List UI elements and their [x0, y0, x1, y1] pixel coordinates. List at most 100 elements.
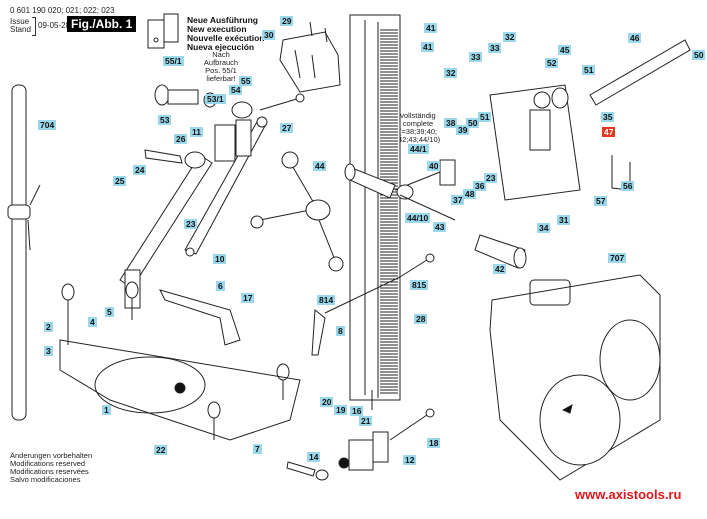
callout-24: 24 — [133, 165, 147, 175]
callout-44-10: 44/10 — [405, 213, 431, 223]
callout-5: 5 — [105, 307, 114, 317]
callout-815: 815 — [410, 280, 429, 290]
part-30-bracket — [279, 21, 341, 93]
callout-44-1: 44/1 — [408, 144, 429, 154]
callout-10: 10 — [213, 254, 227, 264]
watermark-link[interactable]: www.axistools.ru — [575, 487, 682, 502]
part-55-1-block — [147, 13, 179, 49]
part-12-block — [348, 408, 435, 471]
issue-label-de: Issue — [10, 17, 30, 26]
callout-51: 51 — [478, 112, 492, 122]
callout-56: 56 — [621, 181, 635, 191]
callout-39: 39 — [456, 125, 470, 135]
callout-41: 41 — [421, 42, 435, 52]
note-line: Nach Aufbrauch — [203, 50, 239, 67]
note-line: Änderungen vorbehalten — [10, 451, 93, 460]
callout-44: 44 — [313, 161, 327, 171]
note-line: Modifications reserved — [10, 459, 86, 468]
part-27-bolt — [259, 93, 305, 111]
note-line: Nouvelle exécution — [187, 33, 265, 43]
note-line: 42;43;44/10) — [398, 135, 441, 144]
callout-48: 48 — [463, 189, 477, 199]
new-execution-note: Neue Ausführung New execution Nouvelle e… — [187, 16, 264, 52]
callout-26: 26 — [174, 134, 188, 144]
callout-23: 23 — [184, 219, 198, 229]
callout-4: 4 — [88, 317, 97, 327]
callout-2: 2 — [44, 322, 53, 332]
note-line: vollständig — [400, 111, 436, 120]
callout-55: 55 — [239, 76, 253, 86]
callout-37: 37 — [451, 195, 465, 205]
callout-42: 42 — [493, 264, 507, 274]
callout-704: 704 — [38, 120, 57, 130]
callout-707: 707 — [608, 253, 627, 263]
note-line: lieferbar! — [206, 74, 236, 83]
callout-32: 32 — [503, 32, 517, 42]
callout-55-1: 55/1 — [163, 56, 184, 66]
note-line: Nueva ejecución — [187, 42, 255, 52]
part-814-lever — [311, 253, 435, 356]
callout-51: 51 — [582, 65, 596, 75]
part-26-handle — [144, 149, 206, 169]
callout-20: 20 — [320, 397, 334, 407]
callout-29: 29 — [280, 16, 294, 26]
callout-50: 50 — [466, 118, 480, 128]
callout-22: 22 — [154, 445, 168, 455]
note-line: Modifications reservées — [10, 467, 89, 476]
callout-47: 47 — [602, 127, 616, 137]
part-31-carriage — [489, 84, 581, 201]
callout-30: 30 — [262, 30, 276, 40]
issue-bracket — [32, 17, 36, 36]
callout-8: 8 — [336, 326, 345, 336]
callout-41: 41 — [424, 23, 438, 33]
callout-28: 28 — [414, 314, 428, 324]
callout-16: 16 — [350, 406, 364, 416]
callout-45: 45 — [558, 45, 572, 55]
part-14-lever — [286, 461, 329, 481]
issue-date: 09-05-28 — [38, 21, 71, 30]
callout-31: 31 — [557, 215, 571, 225]
note-line: Neue Ausführung — [187, 15, 258, 25]
callout-53: 53 — [158, 115, 172, 125]
modifications-note: Änderungen vorbehalten Modifications res… — [10, 452, 92, 484]
callout-14: 14 — [307, 452, 321, 462]
figure-title: Fig./Abb. 1 — [67, 16, 137, 32]
callout-33: 33 — [469, 52, 483, 62]
callout-3: 3 — [44, 346, 53, 356]
part-46-shaft — [551, 39, 691, 109]
callout-34: 34 — [537, 223, 551, 233]
issue-label-en: Stand — [10, 25, 31, 34]
callout-11: 11 — [190, 127, 203, 137]
callout-1: 1 — [102, 405, 111, 415]
part-11-block — [214, 101, 253, 162]
part-6-handle — [159, 289, 241, 346]
complete-note: vollständig complete (=38;39;40; 42;43;4… — [398, 111, 441, 144]
part-42-knob — [474, 234, 527, 269]
callout-53-1: 53/1 — [205, 94, 226, 104]
callout-40: 40 — [427, 161, 441, 171]
callout-6: 6 — [216, 281, 225, 291]
callout-43: 43 — [433, 222, 447, 232]
nach-aufbrauch-note: Nach Aufbrauch Pos. 55/1 lieferbar! — [196, 51, 246, 83]
part-44-1-handle — [344, 159, 456, 221]
callout-57: 57 — [594, 196, 608, 206]
callout-27: 27 — [280, 123, 294, 133]
callout-33: 33 — [488, 43, 502, 53]
callout-17: 17 — [241, 293, 255, 303]
callout-52: 52 — [545, 58, 559, 68]
callout-7: 7 — [253, 444, 262, 454]
note-line: Salvo modificaciones — [10, 475, 81, 484]
callout-35: 35 — [601, 112, 615, 122]
part-numbers: 0 601 190 020; 021; 022; 023 — [10, 6, 115, 15]
note-line: New execution — [187, 24, 247, 34]
note-line: complete — [402, 119, 434, 128]
callout-12: 12 — [403, 455, 417, 465]
issue-label: Issue Stand — [10, 18, 31, 34]
x-marker-icons — [174, 382, 350, 469]
part-44-star-handle — [250, 151, 344, 272]
part-707-motor — [489, 274, 661, 481]
note-line: (=38;39;40; — [398, 127, 438, 136]
callout-36: 36 — [473, 181, 487, 191]
eye-bolts — [61, 281, 290, 440]
callout-38: 38 — [444, 118, 458, 128]
